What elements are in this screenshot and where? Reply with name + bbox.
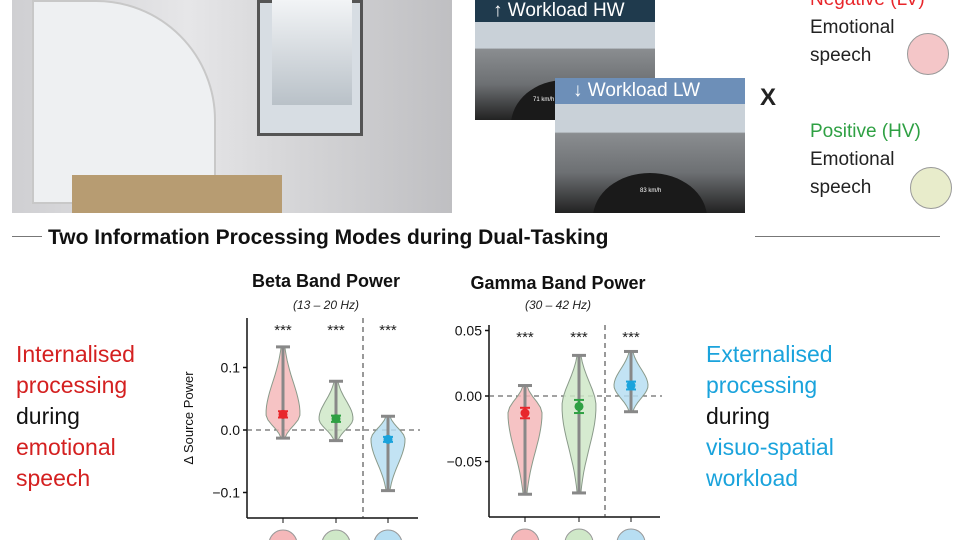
emotional-text: Emotional (810, 17, 895, 38)
text-line: during (16, 403, 80, 429)
workload-hw-label: ↑ Workload HW (475, 0, 655, 22)
significance-label: *** (274, 322, 292, 339)
driving-simulator-photo (12, 0, 452, 213)
mean-point (278, 409, 288, 419)
divider (12, 236, 42, 237)
y-axis-label: Δ Source Power (181, 371, 196, 465)
workload-face-icon (616, 528, 646, 540)
happy-face-icon (910, 167, 952, 209)
negative-label: Negative (LV) (810, 0, 925, 14)
y-tick-label: −0.05 (447, 454, 483, 470)
low-workload-scene: ↓ Workload LW 83 km/h (555, 78, 745, 213)
negative-speech-face-icon (510, 528, 540, 540)
mean-point (331, 414, 341, 424)
significance-label: *** (516, 329, 534, 346)
workload-face-icon (374, 529, 402, 540)
y-tick-label: 0.1 (221, 360, 241, 376)
desk (72, 175, 282, 213)
positive-speech-label: Positive (HV) Emotional speech (810, 118, 921, 202)
speech-text: speech (810, 45, 872, 66)
text-line: processing (706, 372, 818, 398)
beta-subtitle: (13 – 20 Hz) (292, 298, 360, 312)
mean-point (626, 381, 636, 391)
text-line: speech (16, 465, 91, 491)
y-tick-label: 0.0 (221, 422, 241, 438)
y-tick-label: −0.1 (212, 485, 240, 501)
text-line: Externalised (706, 341, 833, 367)
workload-lw-label: ↓ Workload LW (555, 78, 745, 104)
gamma-subtitle: (30 – 42 Hz) (524, 298, 592, 312)
times-symbol: X (760, 84, 777, 111)
negative-speech-face-icon (269, 529, 297, 540)
significance-label: *** (622, 329, 640, 346)
significance-label: *** (379, 322, 397, 339)
speed-readout: 83 km/h (640, 188, 662, 194)
angry-face-icon (907, 33, 949, 75)
text-line: during (706, 403, 770, 429)
text-line: processing (16, 372, 128, 398)
positive-label: Positive (HV) (810, 121, 921, 142)
beta-title: Beta Band Power (251, 271, 401, 291)
y-tick-label: 0.05 (455, 323, 482, 339)
mean-point (520, 408, 530, 418)
projection-image (272, 0, 352, 105)
speed-readout: 71 km/h (533, 97, 555, 103)
significance-label: *** (570, 329, 588, 346)
internalised-text: Internalised processing during emotional… (16, 339, 135, 494)
divider (755, 236, 940, 237)
headline: Two Information Processing Modes during … (48, 226, 609, 249)
text-line: Internalised (16, 341, 135, 367)
emotional-text: Emotional (810, 149, 895, 170)
y-tick-label: 0.00 (455, 388, 482, 404)
text-line: emotional (16, 434, 116, 460)
significance-label: *** (327, 322, 345, 339)
text-line: workload (706, 465, 799, 491)
speech-text: speech (810, 177, 872, 198)
negative-speech-label: Negative (LV) Emotional speech (810, 0, 925, 70)
mean-point (383, 434, 393, 444)
externalised-text: Externalised processing during visuo-spa… (706, 339, 834, 494)
text-line: visuo-spatial (706, 434, 834, 460)
positive-speech-face-icon (322, 529, 350, 540)
mean-point (574, 401, 584, 411)
gamma-title: Gamma Band Power (470, 273, 646, 293)
positive-speech-face-icon (564, 528, 594, 540)
